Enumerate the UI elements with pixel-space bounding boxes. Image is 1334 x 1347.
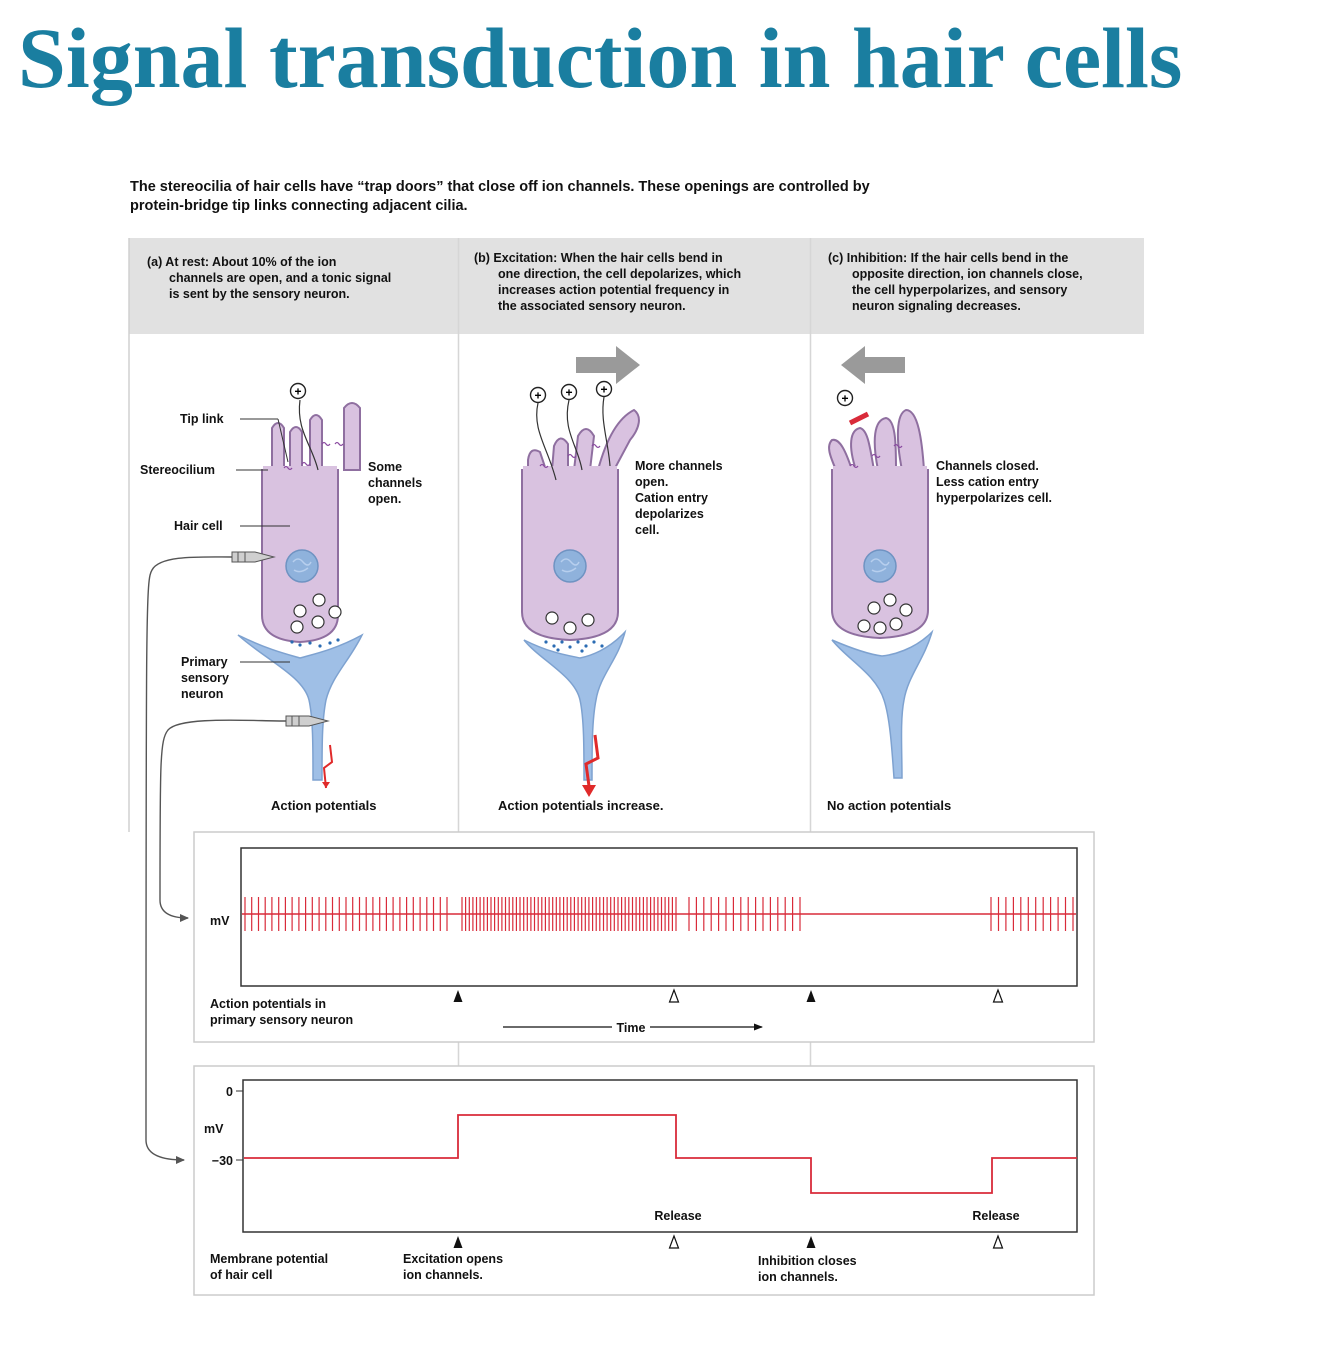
svg-text:+: +	[600, 383, 607, 397]
label-hair-cell: Hair cell	[174, 519, 223, 533]
mp-tick-30: −30	[212, 1154, 233, 1168]
bend-right-arrow	[576, 346, 640, 384]
excitation-marker	[453, 990, 463, 1002]
mp-tick-0: 0	[226, 1085, 233, 1099]
bend-left-arrow	[841, 346, 905, 384]
mp-ylabel: mV	[204, 1122, 224, 1136]
panel-b-caption: (b) Excitation: When the hair cells bend…	[474, 251, 741, 313]
release-marker	[992, 1234, 1004, 1249]
intro-text: The stereocilia of hair cells have “trap…	[130, 179, 870, 214]
electrode-hair-cell	[231, 551, 276, 563]
hair-cell-rest	[237, 399, 364, 789]
svg-text:+: +	[534, 389, 541, 403]
cation-ions-b: + + +	[529, 380, 613, 404]
cation-ion-a: +	[289, 382, 307, 400]
hair-cell-excitation	[521, 396, 640, 797]
page-title: Signal transduction in hair cells	[18, 10, 1183, 106]
label-stereocilium: Stereocilium	[140, 463, 215, 477]
label-tip-link: Tip link	[180, 412, 224, 426]
ap-stimulus-markers	[453, 988, 1004, 1003]
release-label-1: Release	[654, 1209, 701, 1223]
time-label: Time	[617, 1021, 646, 1035]
inhibition-marker	[806, 990, 816, 1002]
inhibition-marker	[806, 1236, 816, 1248]
svg-text:+: +	[294, 385, 301, 399]
panel-b-output: Action potentials increase.	[498, 798, 663, 813]
release-label-2: Release	[972, 1209, 1019, 1223]
excitation-marker	[453, 1236, 463, 1248]
ap-ylabel: mV	[210, 914, 230, 928]
release-marker	[992, 988, 1004, 1003]
panel-c-caption: (c) Inhibition: If the hair cells bend i…	[828, 251, 1083, 313]
membrane-potential-trace	[244, 1114, 1077, 1194]
mp-stimulus-markers	[453, 1234, 1004, 1249]
spike-train	[244, 897, 1074, 931]
release-marker	[668, 988, 680, 1003]
cation-ion-c: +	[836, 389, 854, 407]
panel-c-output: No action potentials	[827, 798, 951, 813]
electrode-neuron	[285, 715, 330, 727]
panel-frames	[128, 238, 1144, 1250]
svg-text:+: +	[565, 386, 572, 400]
recording-wire-neuron	[159, 719, 287, 922]
membrane-potential-graph: 0 mV −30 Release Release Membrane potent…	[193, 1065, 1095, 1296]
svg-text:+: +	[841, 392, 848, 406]
recording-wire-hair-cell	[145, 556, 233, 1164]
release-marker	[668, 1234, 680, 1249]
panel-a-output: Action potentials	[271, 798, 376, 813]
hair-cell-inhibition	[828, 408, 934, 779]
